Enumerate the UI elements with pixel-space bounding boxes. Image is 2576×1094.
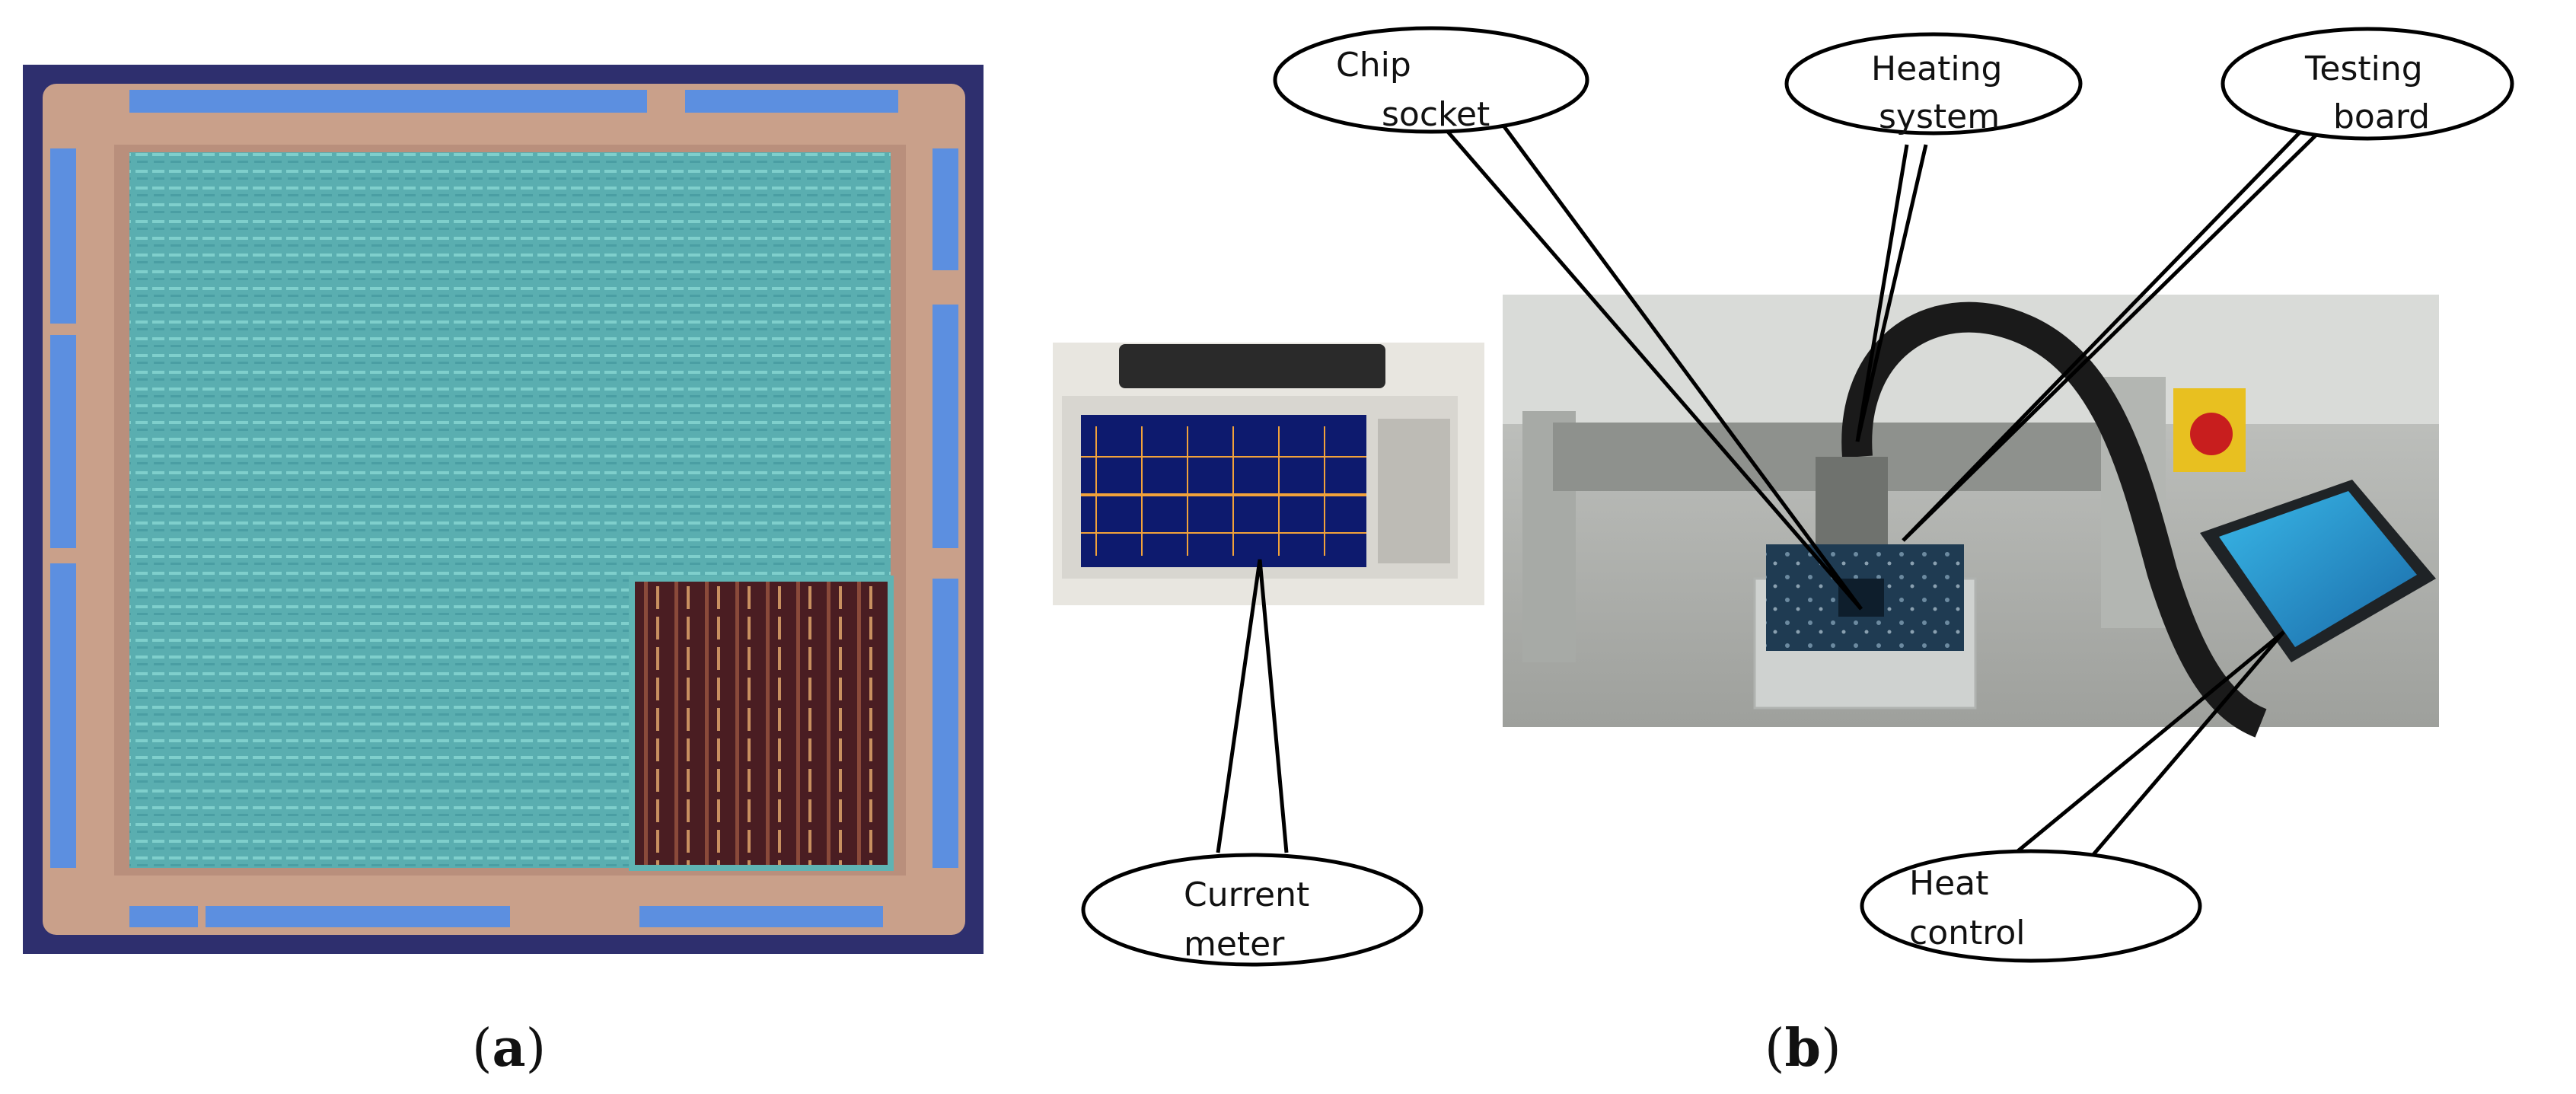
leader-heating-system: [1855, 144, 1928, 442]
hmi-touch-panel: [2200, 480, 2436, 662]
callout-heating-system: Heating system: [1784, 32, 2083, 136]
leader-current-meter: [1216, 559, 1289, 853]
svg-text:Heating: Heating: [1871, 49, 2002, 88]
left-bond-pads: [50, 148, 76, 868]
leader-heat-control: [2001, 630, 2285, 869]
svg-text:Chip: Chip: [1336, 46, 1411, 85]
svg-text:board: board: [2333, 97, 2430, 136]
chip-socket: [1838, 579, 1884, 617]
panel-b-label: (b): [1765, 1018, 1841, 1079]
keyboard: [1119, 344, 1385, 388]
leader-testing-board: [1902, 128, 2319, 542]
callout-testing-board: Testing board: [2221, 27, 2514, 141]
panel-a-label: (a): [472, 1018, 546, 1079]
callout-heat-control: Heat control: [1860, 849, 2202, 963]
emergency-stop-button: [2190, 413, 2233, 455]
scope-knobs: [1378, 419, 1450, 563]
macro-block-border: [629, 576, 894, 871]
top-bond-pads: [129, 90, 898, 113]
oscilloscope-photo: [1053, 343, 1484, 605]
dark-macro-block: [632, 579, 891, 868]
callout-current-meter: Current meter: [1081, 853, 1423, 967]
svg-text:Heat: Heat: [1909, 864, 1988, 903]
svg-text:system: system: [1879, 97, 2000, 136]
right-bond-pads: [933, 148, 958, 868]
callout-chip-socket: Chip socket: [1273, 26, 1589, 134]
bottom-bond-pads: [129, 906, 883, 927]
svg-text:control: control: [1909, 914, 2026, 952]
callout-leader-lines: [1216, 124, 2319, 869]
svg-text:Current: Current: [1184, 876, 1309, 914]
leader-chip-socket: [1441, 124, 1863, 611]
svg-text:socket: socket: [1382, 95, 1490, 134]
scope-screen: [1081, 415, 1366, 567]
bench-setup-photo: [1503, 295, 2439, 738]
heater-hose: [1841, 301, 2267, 738]
chip-die-photo: [23, 65, 984, 954]
svg-text:meter: meter: [1184, 925, 1285, 964]
heater-head: [1816, 457, 1888, 548]
svg-text:Testing: Testing: [2304, 49, 2423, 88]
